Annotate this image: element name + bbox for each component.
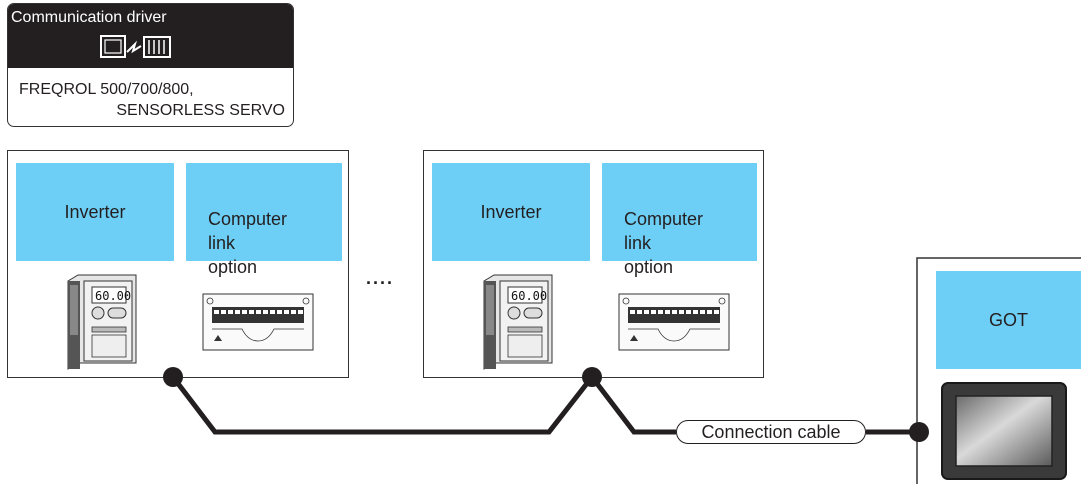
driver-model-line-2: SENSORLESS SERVO xyxy=(116,102,285,119)
inverter-box: Inverter xyxy=(16,163,174,261)
computer-link-option-box: Computer link option xyxy=(602,163,757,277)
connection-cable-label: Connection cable xyxy=(676,420,866,444)
computer-link-option-box: Computer link option xyxy=(186,163,342,277)
inverter-station-2: Inverter Computer link option 60.00 xyxy=(423,150,764,378)
inverter-label: Inverter xyxy=(64,201,126,222)
got-label: GOT xyxy=(989,309,1028,330)
computer-link-option-image xyxy=(202,293,314,351)
inverter-label: Inverter xyxy=(480,201,542,222)
svg-text:60.00: 60.00 xyxy=(511,289,547,303)
computer-link-option-image xyxy=(618,293,730,351)
communication-driver-badge: Communication driver FREQROL 500/700/800… xyxy=(7,3,294,127)
got-display-image xyxy=(941,382,1067,480)
cable-junction-station-2 xyxy=(582,367,602,387)
ellipsis: .... xyxy=(366,268,395,288)
inverter-box: Inverter xyxy=(432,163,590,261)
driver-model-line-1: FREQROL 500/700/800, xyxy=(19,81,194,98)
computer-link-option-label: Computer link option xyxy=(624,209,704,277)
cable-junction-got xyxy=(909,422,929,442)
got-box: GOT xyxy=(936,271,1081,369)
driver-title: Communication driver xyxy=(11,9,167,26)
cable-junction-station-1 xyxy=(163,367,183,387)
inverter-image: 60.00 xyxy=(483,274,553,370)
computer-link-option-label: Computer link option xyxy=(208,209,288,277)
serial-communication-icon xyxy=(100,35,171,58)
inverter-station-1: Inverter Computer link option 60.00 xyxy=(7,150,349,378)
inverter-image: 60.00 xyxy=(67,274,137,370)
svg-text:60.00: 60.00 xyxy=(95,289,131,303)
